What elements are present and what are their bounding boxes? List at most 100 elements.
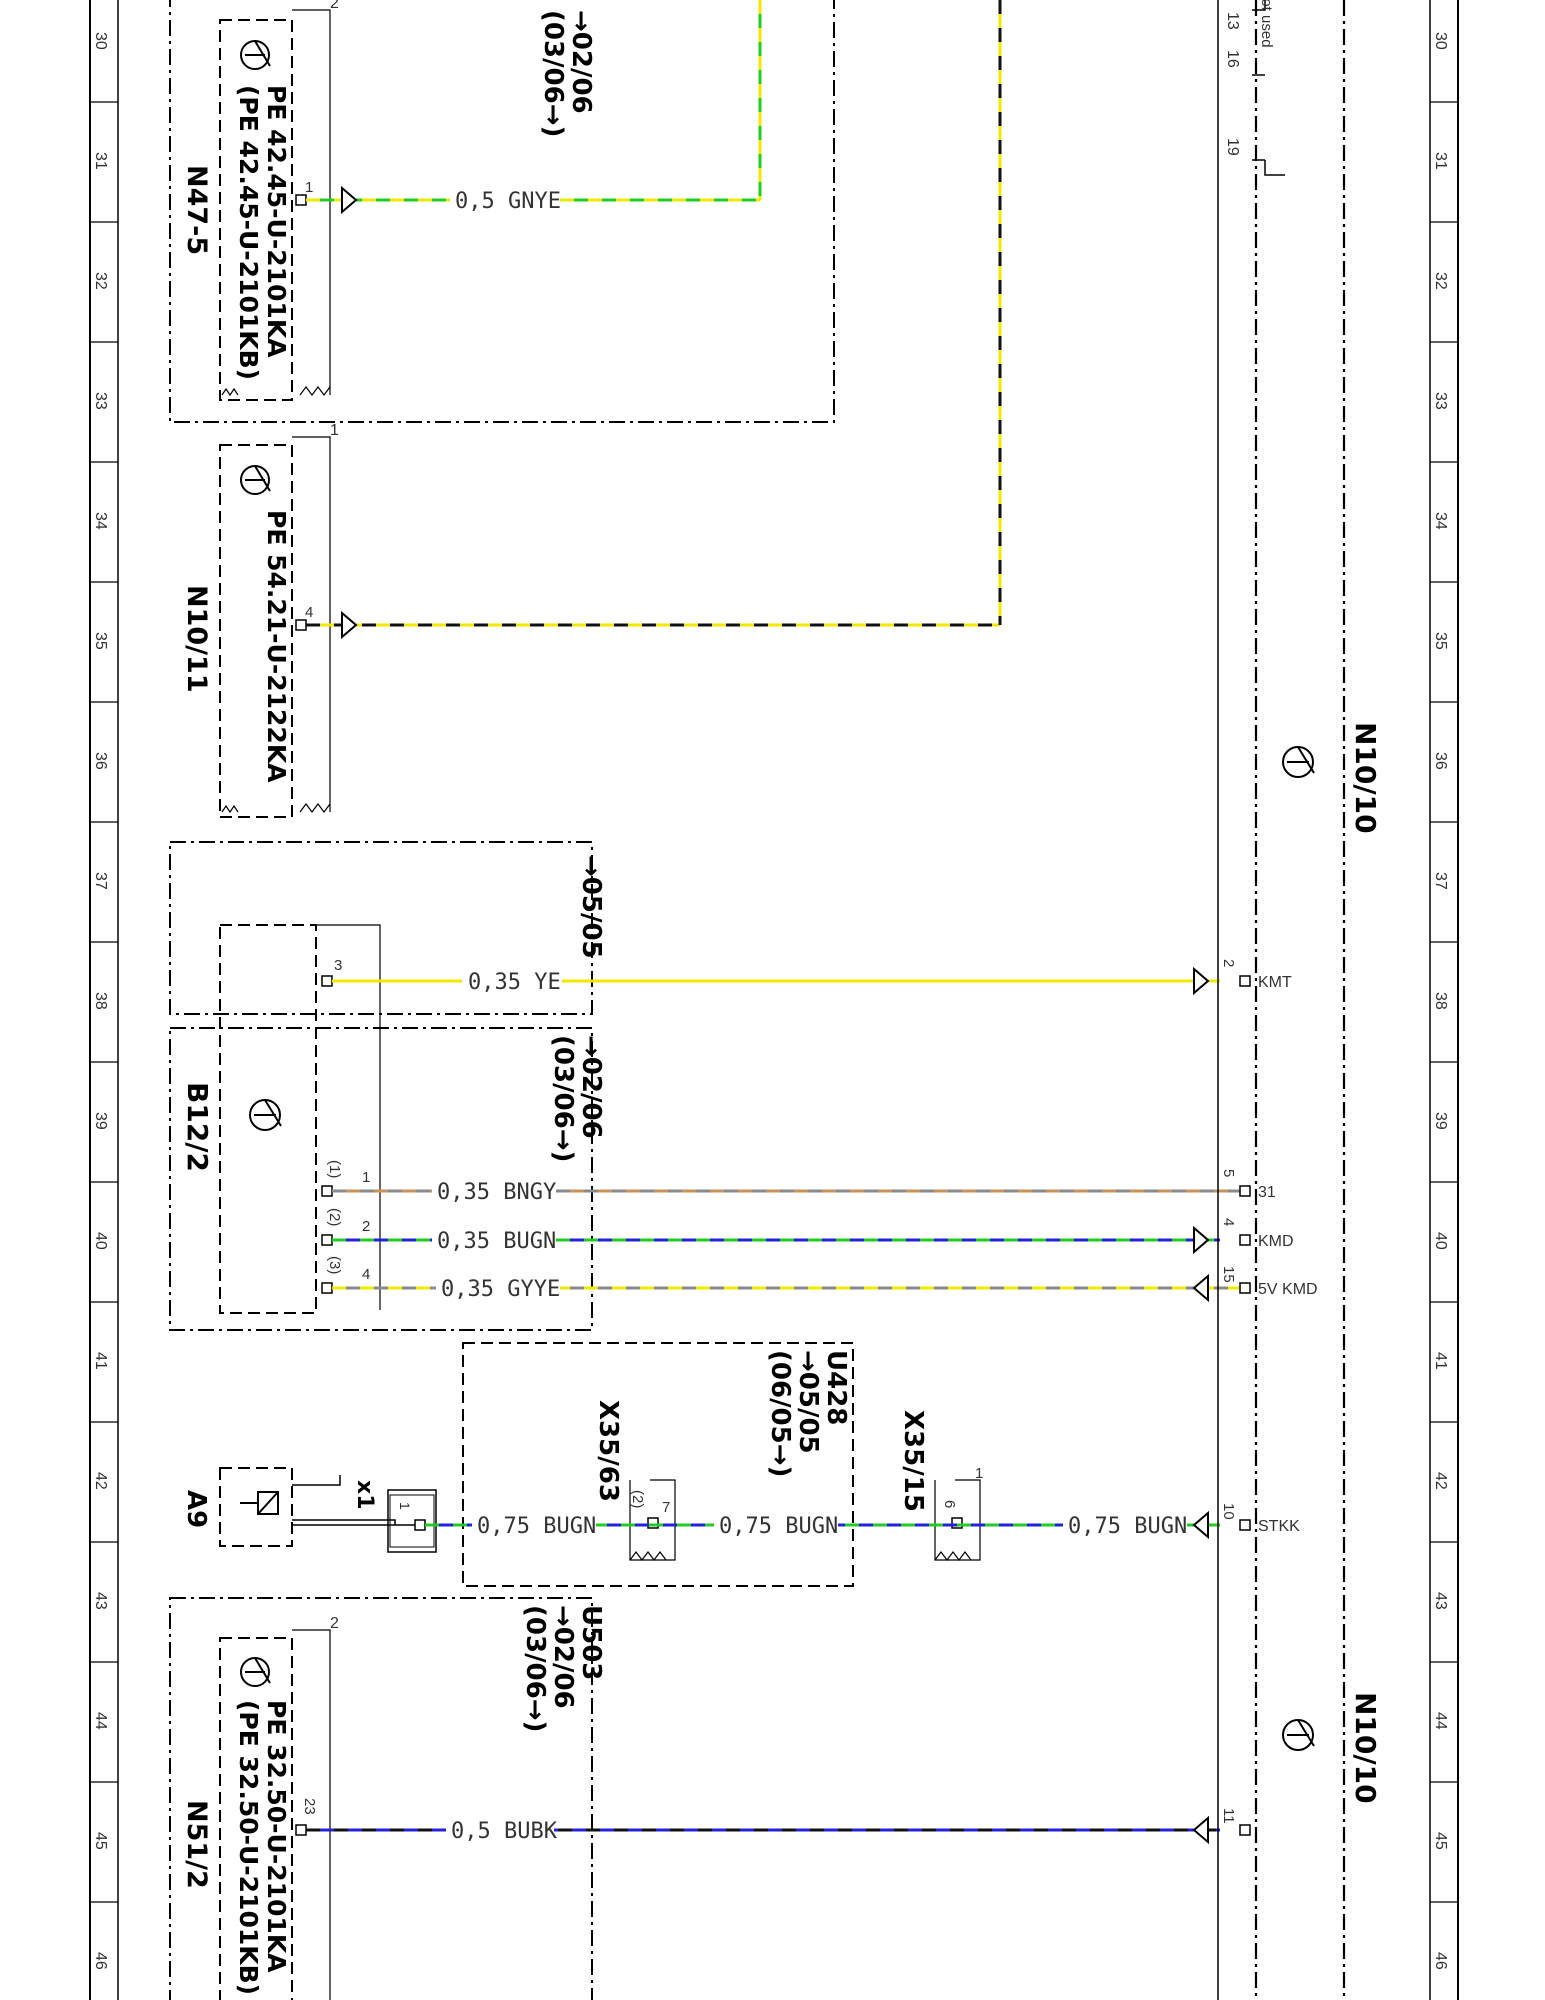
b12-2-alt-pin: (1) (326, 1160, 343, 1178)
wire-bubk: 0,5 BUBK (306, 1817, 1220, 1844)
component-b12-2: B12/2 →05/05 →02/06 (03/06→) 3 1 2 4 (1)… (169, 841, 606, 1331)
sensor-icon (249, 1099, 282, 1131)
n10-10-label: N10/10 (1349, 1692, 1382, 1804)
n47-5-date-b: (03/06→) (538, 10, 568, 137)
connector-x35-15: X35/15 6 1 (898, 1410, 983, 1561)
grid-number: 45 (1432, 1832, 1449, 1850)
n10-10-top-not-used: 13 16 19 not used (1224, 0, 1285, 176)
signal-label: KMD (1258, 1233, 1294, 1250)
grid-number: 36 (92, 752, 109, 770)
terminal-gnd: 531 (1220, 1169, 1276, 1201)
terminal-bubk: 11 (1192, 1808, 1251, 1845)
n47-5-ref-a: PE 42.45-U-2101KA (262, 85, 291, 358)
grid-number: 33 (1432, 392, 1449, 410)
component-a9: A9 x1 1 (181, 1467, 437, 1553)
n51-2-date-b: (03/06→) (520, 1605, 550, 1732)
grid-number: 35 (1432, 632, 1449, 650)
a9-label: A9 (181, 1490, 211, 1528)
grid-number: 43 (92, 1592, 109, 1610)
b12-2-pin: 2 (362, 1218, 370, 1235)
n47-5-label: N47-5 (181, 165, 212, 255)
grid-number: 36 (1432, 752, 1449, 770)
component-u428: U428 →05/05 (06/05→) (462, 1342, 854, 1587)
grid-number: 39 (92, 1112, 109, 1130)
grid-number: 32 (92, 272, 109, 290)
n47-5-date-a: →02/06 (566, 10, 596, 114)
grid-number: 34 (92, 512, 109, 530)
wire-stkk: 0,75 BUGN 0,75 BUGN 0,75 BUGN (425, 1512, 1220, 1539)
grid-number: 43 (1432, 1592, 1449, 1610)
n10-10-pin: 13 (1224, 12, 1241, 30)
not-used-label: not used (1258, 0, 1275, 48)
signal-label: 5V KMD (1258, 1281, 1318, 1298)
wire-kmd: 0,35 BUGN (332, 1227, 1220, 1254)
wire-gnye: 0,5 GNYE (306, 0, 762, 215)
n47-5-corner-pin: 2 (330, 0, 339, 12)
x35-63-pin: 7 (662, 1499, 670, 1516)
u428-label: U428 (821, 1350, 851, 1425)
component-n47-5: 2 PE 42.45-U-2101KA (PE 42.45-U-2101KB) … (169, 0, 835, 423)
n51-2-ref-b: (PE 32.50-U-2101KB) (234, 1700, 263, 1995)
component-n10-10: N10/10 N10/10 (1217, 0, 1382, 2000)
x35-63-alt-pin: (2) (629, 1490, 646, 1508)
n47-5-ref-b: (PE 42.45-U-2101KB) (234, 85, 263, 380)
a9-pin: 1 (397, 1502, 413, 1510)
wire-stkk-label: 0,75 BUGN (477, 1514, 596, 1539)
component-n10-11: 1 PE 54.21-U-2122KA N10/11 4 (181, 422, 339, 818)
signal-label: KMT (1258, 974, 1292, 991)
wire-bubk-label: 0,5 BUBK (451, 1819, 558, 1844)
b12-2-date-top: →05/05 (576, 855, 606, 959)
grid-number: 35 (92, 632, 109, 650)
x35-15-corner-pin: 1 (975, 1465, 983, 1482)
n10-10-label: N10/10 (1349, 722, 1382, 834)
b12-2-date-b: (03/06→) (548, 1035, 578, 1162)
wire-stkk-label: 0,75 BUGN (1068, 1514, 1187, 1539)
connector-x35-63: X35/63 7 (2) (593, 1400, 676, 1561)
sensor-icon (240, 465, 271, 495)
b12-2-date-a: →02/06 (576, 1035, 606, 1139)
grid-number: 37 (1432, 872, 1449, 890)
grid-number: 30 (92, 32, 109, 50)
n10-11-label: N10/11 (181, 585, 212, 693)
wire-bngy: 0,35 BNGY (332, 1178, 1240, 1205)
u428-date-b: (06/05→) (765, 1350, 795, 1477)
u428-date-a: →05/05 (793, 1350, 823, 1454)
n10-10-pin: 16 (1224, 50, 1241, 68)
sensor-icon (240, 40, 271, 70)
grid-number: 31 (1432, 152, 1449, 170)
b12-2-pin: 1 (362, 1169, 370, 1186)
grid-number: 40 (92, 1232, 109, 1250)
n10-10-pin: 15 (1220, 1266, 1237, 1283)
n51-2-date-a: →02/06 (548, 1605, 578, 1709)
grid-number: 32 (1432, 272, 1449, 290)
x35-15-label: X35/15 (898, 1410, 928, 1512)
signal-label: STKK (1258, 1518, 1300, 1535)
wire-kmd-label: 0,35 BUGN (437, 1229, 556, 1254)
x35-15-pin: 6 (941, 1500, 958, 1508)
grid-number: 41 (92, 1352, 109, 1370)
grid-number: 40 (1432, 1232, 1449, 1250)
n51-2-ref-a: PE 32.50-U-2101KA (262, 1700, 291, 1973)
sensor-icon (1282, 746, 1315, 778)
b12-2-pin: 3 (334, 957, 342, 974)
n51-2-label: N51/2 (181, 1800, 212, 1889)
grid-number: 46 (1432, 1952, 1449, 1970)
wire-n10-11 (306, 0, 1002, 640)
n10-11-pin: 4 (305, 604, 313, 621)
component-n51-2: 2 PE 32.50-U-2101KA (PE 32.50-U-2101KB) … (169, 1597, 606, 2000)
grid-number: 42 (92, 1472, 109, 1490)
n47-5-pin: 1 (305, 179, 313, 196)
n10-10-pin: 19 (1224, 138, 1241, 156)
grid-number: 34 (1432, 512, 1449, 530)
n51-2-pin: 23 (301, 1798, 318, 1815)
n10-11-corner-pin: 1 (330, 422, 339, 439)
grid-number: 38 (92, 992, 109, 1010)
frame (89, 0, 1459, 2000)
grid-number: 33 (92, 392, 109, 410)
b12-2-label: B12/2 (181, 1082, 214, 1172)
